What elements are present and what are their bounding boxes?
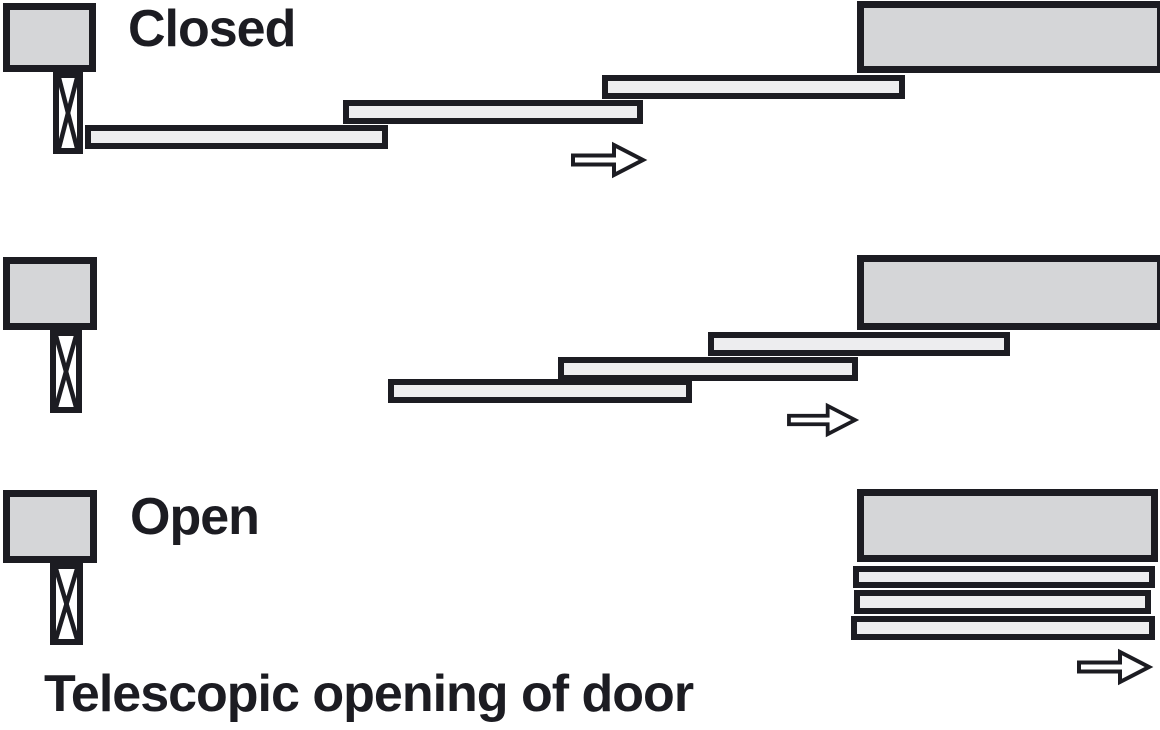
door-panel (558, 357, 858, 381)
stage-label-closed: Closed (128, 0, 296, 58)
pocket-block (857, 489, 1158, 562)
timber-post-icon (50, 330, 82, 413)
pocket-block (857, 255, 1160, 330)
arrow-right-icon (787, 402, 860, 438)
door-panel (602, 75, 905, 99)
wall-block (3, 257, 97, 330)
wall-block (3, 3, 96, 72)
door-panel-stacked (854, 590, 1151, 614)
timber-post-icon (50, 563, 83, 645)
timber-post-icon (53, 72, 83, 154)
cross-brace-icon (59, 78, 77, 148)
stage-label-open: Open (130, 488, 260, 546)
cross-brace-icon (56, 569, 77, 639)
door-panel (708, 332, 1010, 356)
door-panel-stacked (853, 566, 1155, 588)
wall-block (3, 490, 97, 563)
arrow-right-icon (571, 141, 648, 179)
cross-brace-icon (56, 336, 76, 407)
diagram-caption: Telescopic opening of door (44, 665, 694, 723)
pocket-block (857, 1, 1160, 73)
door-panel (388, 379, 692, 403)
door-panel (85, 125, 388, 149)
door-panel-stacked (851, 616, 1155, 640)
door-panel (343, 100, 643, 124)
arrow-right-icon (1077, 648, 1154, 686)
